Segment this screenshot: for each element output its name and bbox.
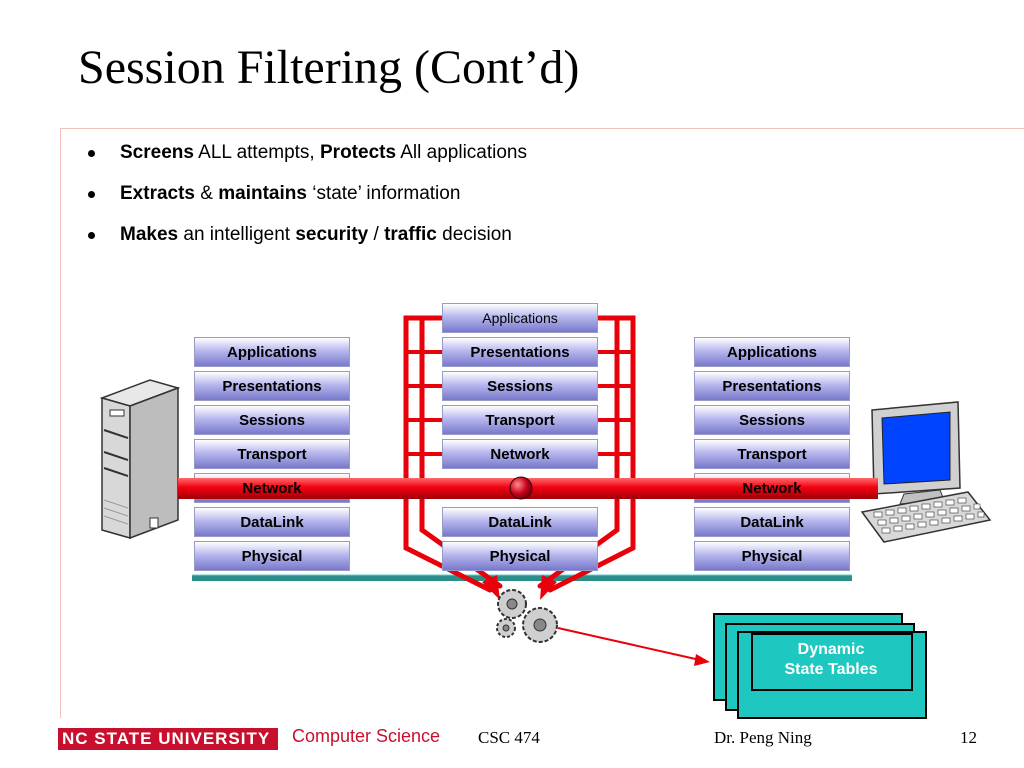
left-network-label: Network [242, 479, 302, 497]
bullet-dot-icon [88, 150, 95, 157]
middle-layer-network: Network [442, 439, 598, 469]
left-layer-transport: Transport [194, 439, 350, 469]
arrow-head-left [482, 575, 500, 600]
server-icon [99, 379, 181, 540]
right-layer-physical: Physical [694, 541, 850, 571]
title-divider [60, 128, 1024, 129]
physical-bus-line [192, 575, 852, 581]
author-label: Dr. Peng Ning [714, 728, 812, 747]
middle-layer-datalink: DataLink [442, 507, 598, 537]
right-layer-sessions: Sessions [694, 405, 850, 435]
right-layer-datalink: DataLink [694, 507, 850, 537]
state-table-arrow [557, 627, 701, 661]
left-layer-sessions: Sessions [194, 405, 350, 435]
left-layer-physical: Physical [194, 541, 350, 571]
course-label: CSC 474 [478, 728, 540, 747]
right-network-label: Network [742, 479, 802, 497]
page-number: 12 [960, 728, 977, 747]
bullet-dot-icon [88, 191, 95, 198]
middle-layer-sessions: Sessions [442, 371, 598, 401]
arrow-head-right [540, 575, 557, 600]
left-layer-datalink: DataLink [194, 507, 350, 537]
middle-layer-physical: Physical [442, 541, 598, 571]
middle-layer-applications: Applications [442, 303, 598, 333]
right-layer-transport: Transport [694, 439, 850, 469]
left-layer-applications: Applications [194, 337, 350, 367]
filter-frame [403, 315, 636, 593]
bullet-dot-icon [88, 232, 95, 239]
middle-layer-presentations: Presentations [442, 337, 598, 367]
bullet-item: Screens ALL attempts, Protects All appli… [88, 142, 527, 183]
state-tables-label: Dynamic State Tables [784, 641, 878, 678]
left-margin-line [60, 128, 61, 718]
bullet-list: Screens ALL attempts, Protects All appli… [88, 142, 527, 265]
slide-title: Session Filtering (Cont’d) [78, 41, 580, 94]
gears-icon [496, 589, 558, 643]
left-layer-presentations: Presentations [194, 371, 350, 401]
ncsu-logo: NC STATE UNIVERSITY [58, 728, 279, 750]
bullet-item: Makes an intelligent security / traffic … [88, 224, 527, 265]
department-label: Computer Science [292, 726, 441, 746]
computer-icon [860, 401, 992, 543]
bullet-item: Extracts & maintains ‘state’ information [88, 183, 527, 224]
right-layer-applications: Applications [694, 337, 850, 367]
right-layer-presentations: Presentations [694, 371, 850, 401]
middle-layer-transport: Transport [442, 405, 598, 435]
state-tables-stack [713, 613, 927, 719]
